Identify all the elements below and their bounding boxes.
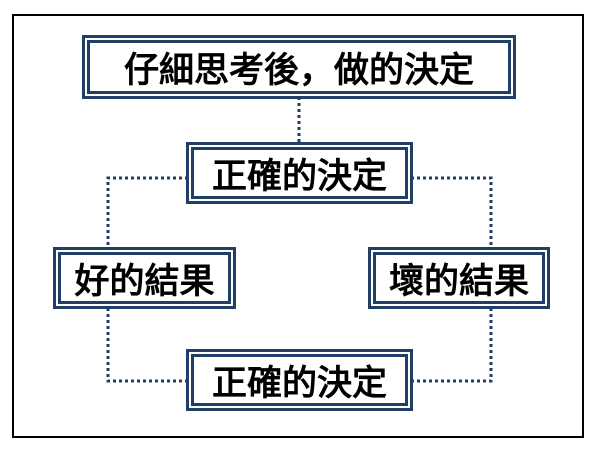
connector-bad-result-to-decision-2 — [411, 308, 493, 383]
good-result-label: 好的結果 — [74, 261, 215, 302]
good-result-node: 好的結果 — [56, 250, 233, 306]
connector-decision-1-to-good-result — [106, 176, 188, 248]
connector-decision-1-to-bad-result — [411, 176, 493, 248]
bad-result-label: 壞的結果 — [388, 261, 529, 302]
bad-result-node: 壞的結果 — [371, 250, 547, 306]
top-node-thoughtful-decision: 仔細思考後，做的決定 — [85, 38, 513, 96]
decision-node-1-label: 正確的決定 — [211, 156, 387, 197]
decision-node-1: 正確的決定 — [189, 145, 410, 201]
top-node-label: 仔細思考後，做的決定 — [123, 50, 474, 91]
connector-good-result-to-decision-2 — [106, 308, 188, 383]
decision-node-2: 正確的決定 — [189, 352, 410, 408]
decision-node-2-label: 正確的決定 — [211, 363, 387, 404]
